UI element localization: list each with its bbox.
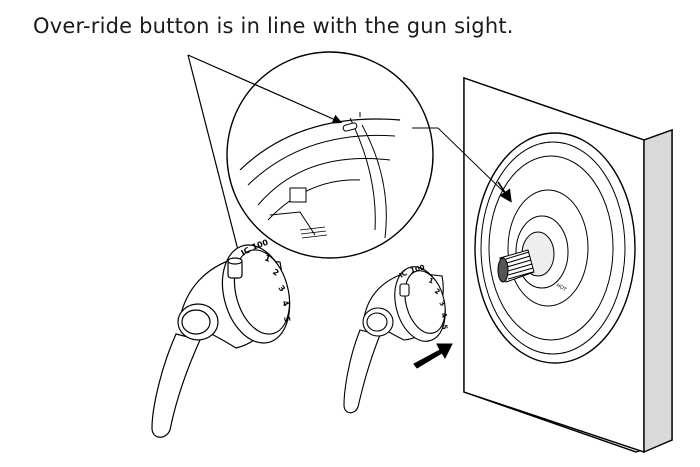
svg-text:5: 5 bbox=[440, 324, 449, 330]
escutcheon-pointer-arrow bbox=[497, 181, 512, 203]
instruction-caption: Over-ride button is in line with the gun… bbox=[33, 14, 514, 38]
handle-large bbox=[151, 244, 291, 438]
svg-text:100: 100 bbox=[409, 263, 425, 275]
detail-connector bbox=[412, 127, 509, 197]
svg-text:1: 1 bbox=[427, 276, 434, 285]
svg-text:2: 2 bbox=[433, 287, 442, 296]
svg-text:3: 3 bbox=[276, 284, 286, 294]
svg-text:IC: IC bbox=[398, 269, 409, 280]
svg-text:5: 5 bbox=[282, 316, 292, 323]
detail-magnifier bbox=[226, 51, 434, 259]
plate-hot-label: HOT bbox=[555, 283, 568, 294]
valve-stem bbox=[497, 249, 535, 283]
handle-small bbox=[343, 266, 446, 414]
svg-text:2: 2 bbox=[271, 267, 281, 278]
escutcheon bbox=[474, 132, 636, 364]
svg-text:3: 3 bbox=[437, 299, 446, 308]
install-direction-arrow bbox=[413, 343, 453, 369]
svg-text:IC: IC bbox=[240, 245, 252, 257]
dial-small: IC 100 1 2 3 4 5 bbox=[398, 263, 449, 330]
svg-text:4: 4 bbox=[280, 299, 291, 308]
svg-text:4: 4 bbox=[439, 311, 448, 319]
caption-leader-lines bbox=[187, 54, 343, 261]
svg-text:1: 1 bbox=[263, 253, 272, 264]
